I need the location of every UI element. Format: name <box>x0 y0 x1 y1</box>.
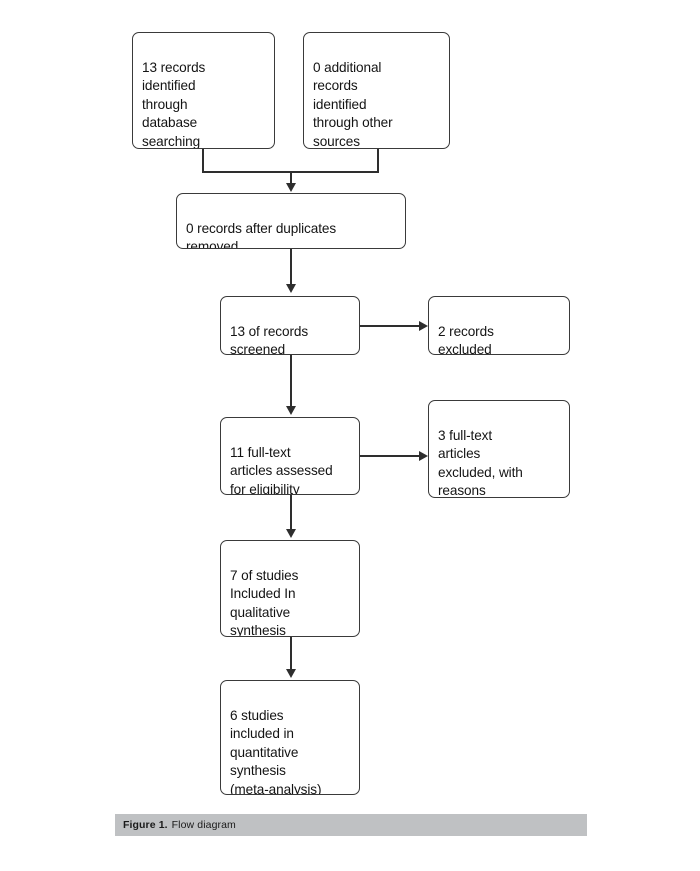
node-text: 13 of records screened <box>230 323 309 355</box>
node-fulltext-excluded: 3 full-text articles excluded, with reas… <box>428 400 570 498</box>
connector-db-drop <box>202 149 204 172</box>
figure-caption-bar: Figure 1. Flow diagram <box>115 814 587 836</box>
connector-screened-to-excluded <box>360 325 422 327</box>
connector-qualitative-to-quantitative <box>290 637 292 671</box>
arrowhead-to-records-excluded <box>419 321 428 331</box>
node-text: 13 records identified through database s… <box>142 59 206 149</box>
node-records-screened: 13 of records screened <box>220 296 360 355</box>
node-text: 2 records excluded <box>438 323 494 355</box>
node-records-excluded: 2 records excluded <box>428 296 570 355</box>
arrowhead-to-screened <box>286 284 296 293</box>
node-fulltext-assessed: 11 full-text articles assessed for eligi… <box>220 417 360 495</box>
node-text: 0 records after duplicates removed <box>186 220 337 249</box>
connector-fulltext-to-qualitative <box>290 495 292 531</box>
node-text: 0 additional records identified through … <box>313 59 393 149</box>
arrowhead-to-quantitative <box>286 669 296 678</box>
arrowhead-to-fulltext <box>286 406 296 415</box>
node-text: 3 full-text articles excluded, with reas… <box>438 427 523 498</box>
node-text: 11 full-text articles assessed for eligi… <box>230 444 333 495</box>
arrowhead-to-qualitative <box>286 529 296 538</box>
arrowhead-to-fulltext-excluded <box>419 451 428 461</box>
node-records-after-duplicates: 0 records after duplicates removed <box>176 193 406 249</box>
connector-duplicates-to-screened <box>290 249 292 286</box>
connector-other-drop <box>377 149 379 172</box>
arrowhead-to-duplicates <box>286 183 296 192</box>
node-text: 7 of studies Included In qualitative syn… <box>230 567 299 637</box>
node-qualitative-synthesis: 7 of studies Included In qualitative syn… <box>220 540 360 637</box>
node-quantitative-synthesis: 6 studies included in quantitative synth… <box>220 680 360 795</box>
node-records-database: 13 records identified through database s… <box>132 32 275 149</box>
node-text: 6 studies included in quantitative synth… <box>230 707 322 795</box>
connector-merge-to-duplicates <box>290 171 292 186</box>
connector-fulltext-to-excluded <box>360 455 422 457</box>
figure-caption-label: Figure 1. <box>123 819 168 831</box>
node-records-other-sources: 0 additional records identified through … <box>303 32 450 149</box>
connector-screened-to-fulltext <box>290 355 292 407</box>
figure-caption-text: Flow diagram <box>171 819 236 831</box>
